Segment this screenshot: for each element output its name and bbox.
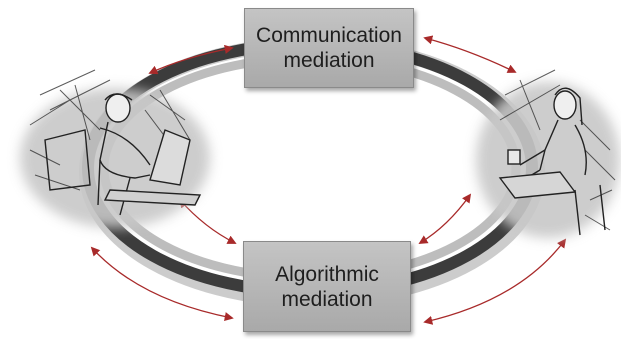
algorithmic-mediation-line1: Algorithmic <box>275 262 379 286</box>
arrow-top-left <box>148 44 234 75</box>
arrow-inner-right <box>418 193 472 244</box>
communication-mediation-line2: mediation <box>283 49 375 72</box>
arrow-inner-left <box>178 198 237 244</box>
arrow-top-right <box>423 35 517 73</box>
woman-at-desk-sketch <box>476 69 620 238</box>
algorithmic-mediation-line2: mediation <box>281 287 373 311</box>
communication-mediation-line1: Communication <box>256 24 402 47</box>
algorithmic-mediation-box: Algorithmic mediation <box>243 241 411 332</box>
communication-mediation-box: Communication mediation <box>244 8 414 88</box>
man-at-laptop-sketch <box>20 69 210 228</box>
arrow-outer-right <box>423 238 567 325</box>
arrow-outer-left <box>90 246 234 322</box>
